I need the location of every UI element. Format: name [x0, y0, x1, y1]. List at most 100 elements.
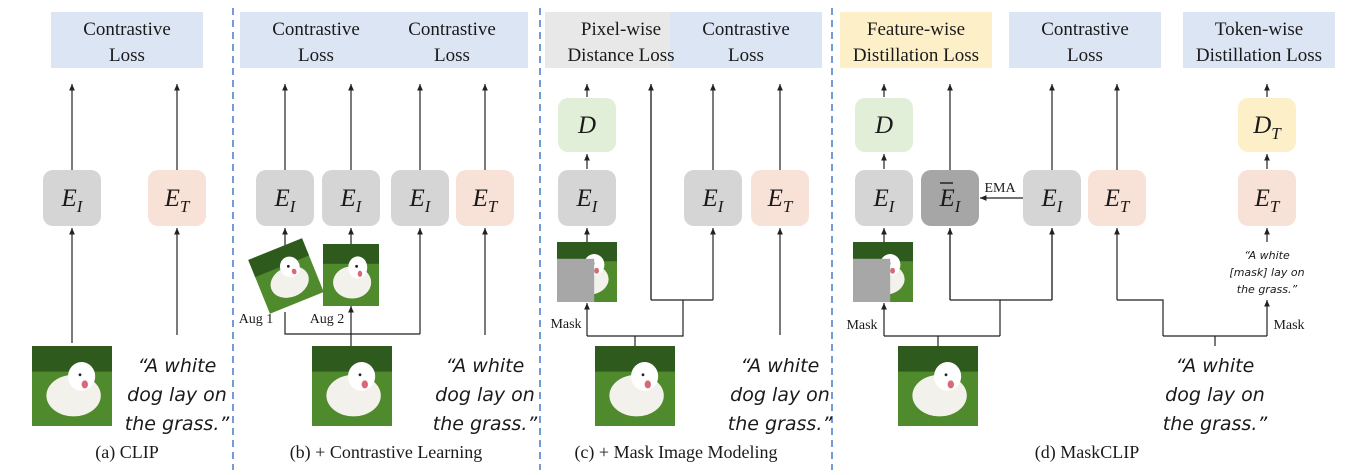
- image-encoder-d1-main: E: [873, 185, 889, 212]
- contrastive-loss-box-d-line-1: Contrastive: [1041, 19, 1129, 40]
- image-encoder-b1-label: EI: [274, 185, 297, 216]
- dog-photo-icon-a: [32, 346, 112, 426]
- image-encoder-d2-main: E: [1041, 185, 1057, 212]
- quote-d-line-3: the grass.”: [1163, 413, 1268, 435]
- quote-d-line-2: dog lay on: [1165, 384, 1265, 406]
- text-encoder-d2-label: ET: [1254, 185, 1281, 216]
- masked-dog-photo-icon-c-mask-patch: [557, 258, 595, 302]
- contrastive-loss-box-d-line-2: Loss: [1067, 45, 1103, 66]
- mask-label-d2: Mask: [1273, 318, 1304, 333]
- image-encoder-c1: [558, 170, 616, 226]
- quote-a-line-3: the grass.”: [125, 413, 230, 435]
- dog-photo-icon-d-dog-eye: [944, 373, 948, 377]
- quote-d-line-1: “A white: [1176, 355, 1255, 377]
- mask-label-c: Mask: [550, 317, 581, 332]
- augmented-dog-photo-icon-2-dog-tongue: [357, 270, 363, 277]
- image-encoder-c1-label: EI: [576, 185, 599, 216]
- edge-b-branch: [284, 312, 420, 335]
- text-encoder-c: [751, 170, 809, 226]
- caption-a: (a) CLIP: [95, 442, 158, 463]
- decoder-c-label: D: [577, 112, 596, 139]
- decoder-c: [558, 98, 616, 152]
- quote-b-line-1: “A white: [446, 355, 525, 377]
- dog-photo-icon-d-dog-tongue: [947, 380, 954, 389]
- image-encoder-b2-main: E: [340, 185, 356, 212]
- image-encoder-a-main: E: [61, 185, 77, 212]
- image-encoder-c2: [684, 170, 742, 226]
- quote-b-line-2: dog lay on: [435, 384, 535, 406]
- text-decoder-d-sub: T: [1271, 124, 1282, 143]
- masked-dog-photo-icon-d: [853, 242, 913, 302]
- image-encoder-d2-sub: I: [1056, 197, 1064, 216]
- image-encoder-c2-main: E: [702, 185, 718, 212]
- image-encoder-b2-sub: I: [355, 197, 363, 216]
- image-encoder-a-sub: I: [76, 197, 84, 216]
- caption-c: (c) + Mask Image Modeling: [574, 442, 777, 463]
- masked-dog-photo-icon-c: [557, 242, 617, 302]
- masked-quote-d-line-1: “A white: [1244, 249, 1290, 262]
- text-encoder-d-main: E: [1104, 185, 1120, 212]
- text-encoder-c-sub: T: [783, 197, 794, 216]
- contrastive-loss-box-d: [1009, 12, 1161, 68]
- image-encoder-a: [43, 170, 101, 226]
- image-encoder-c1-main: E: [576, 185, 592, 212]
- augmented-dog-photo-icon-1-dog-eye: [286, 264, 290, 268]
- contrastive-loss-box-b1-line-1: Contrastive: [272, 19, 360, 40]
- decoder-c-main: D: [577, 112, 596, 139]
- augmented-dog-photo-icon-1-dog-body: [270, 266, 309, 298]
- text-encoder-d2: [1238, 170, 1296, 226]
- contrastive-loss-box-c: [670, 12, 822, 68]
- masked-dog-photo-icon-c-background: [557, 242, 617, 262]
- text-encoder-b-sub: T: [488, 197, 499, 216]
- momentum-encoder-d-label: EI: [939, 185, 962, 216]
- text-encoder-d-label: ET: [1104, 185, 1131, 216]
- dog-photo-icon-b-dog-tongue: [361, 380, 368, 389]
- contrastive-loss-box-c-line-2: Loss: [728, 45, 764, 66]
- dog-photo-icon-d: [898, 346, 978, 426]
- masked-dog-photo-icon-d-dog-tongue: [890, 267, 895, 274]
- image-encoder-d2-label: EI: [1041, 185, 1064, 216]
- contrastive-loss-box-a-line-1: Contrastive: [83, 19, 171, 40]
- dog-photo-icon-a-dog-head: [68, 362, 96, 391]
- image-encoder-b2: [322, 170, 380, 226]
- augmented-dog-photo-icon-2-dog-eye: [355, 264, 358, 268]
- text-encoder-d2-sub: T: [1270, 197, 1281, 216]
- text-decoder-d-label: DT: [1252, 112, 1282, 143]
- decoder-d-main: D: [874, 112, 893, 139]
- contrastive-loss-box-b2-line-1: Contrastive: [408, 19, 496, 40]
- image-encoder-a-label: EI: [61, 185, 84, 216]
- edge-c-photo-split: [587, 300, 684, 337]
- contrastive-loss-box-b2-line-2: Loss: [434, 45, 470, 66]
- image-encoder-d2: [1023, 170, 1081, 226]
- augmented-dog-photo-icon-1-background: [248, 238, 309, 278]
- text-encoder-b-label: ET: [472, 185, 499, 216]
- dog-photo-icon-b: [312, 346, 392, 426]
- aug1-label: Aug 1: [239, 312, 274, 327]
- pixel-distance-loss-box-line-1: Pixel-wise: [581, 19, 661, 40]
- masked-quote-d-line-3: the grass.”: [1237, 283, 1298, 296]
- masked-quote-d-line-2: [mask] lay on: [1229, 266, 1304, 279]
- text-encoder-b-main: E: [472, 185, 488, 212]
- feature-distillation-loss-box-line-2: Distillation Loss: [853, 45, 979, 66]
- masked-dog-photo-icon-d-mask-patch: [853, 258, 891, 302]
- augmented-dog-photo-icon-1-dog-tongue: [291, 268, 297, 275]
- image-encoder-c1-sub: I: [591, 197, 599, 216]
- quote-b-line-3: the grass.”: [433, 413, 538, 435]
- image-encoder-d1-sub: I: [888, 197, 896, 216]
- momentum-encoder-d-sub: I: [954, 197, 962, 216]
- text-encoder-a: [148, 170, 206, 226]
- token-distillation-loss-box-line-1: Token-wise: [1215, 19, 1303, 40]
- dog-photo-icon-d-dog-head: [934, 362, 962, 391]
- momentum-encoder-d: [921, 170, 979, 226]
- edge-d-photo-mom-h: [950, 299, 1001, 336]
- image-encoder-d1-label: EI: [873, 185, 896, 216]
- caption-b: (b) + Contrastive Learning: [290, 442, 483, 463]
- image-encoder-b1: [256, 170, 314, 226]
- pixel-distance-loss-box-line-2: Distance Loss: [567, 45, 674, 66]
- contrastive-loss-box-a: [51, 12, 203, 68]
- feature-distillation-loss-box: [840, 12, 992, 68]
- image-encoder-b1-sub: I: [289, 197, 297, 216]
- augmented-dog-photo-icon-2-dog-head: [348, 256, 368, 279]
- token-distillation-loss-box: [1183, 12, 1335, 68]
